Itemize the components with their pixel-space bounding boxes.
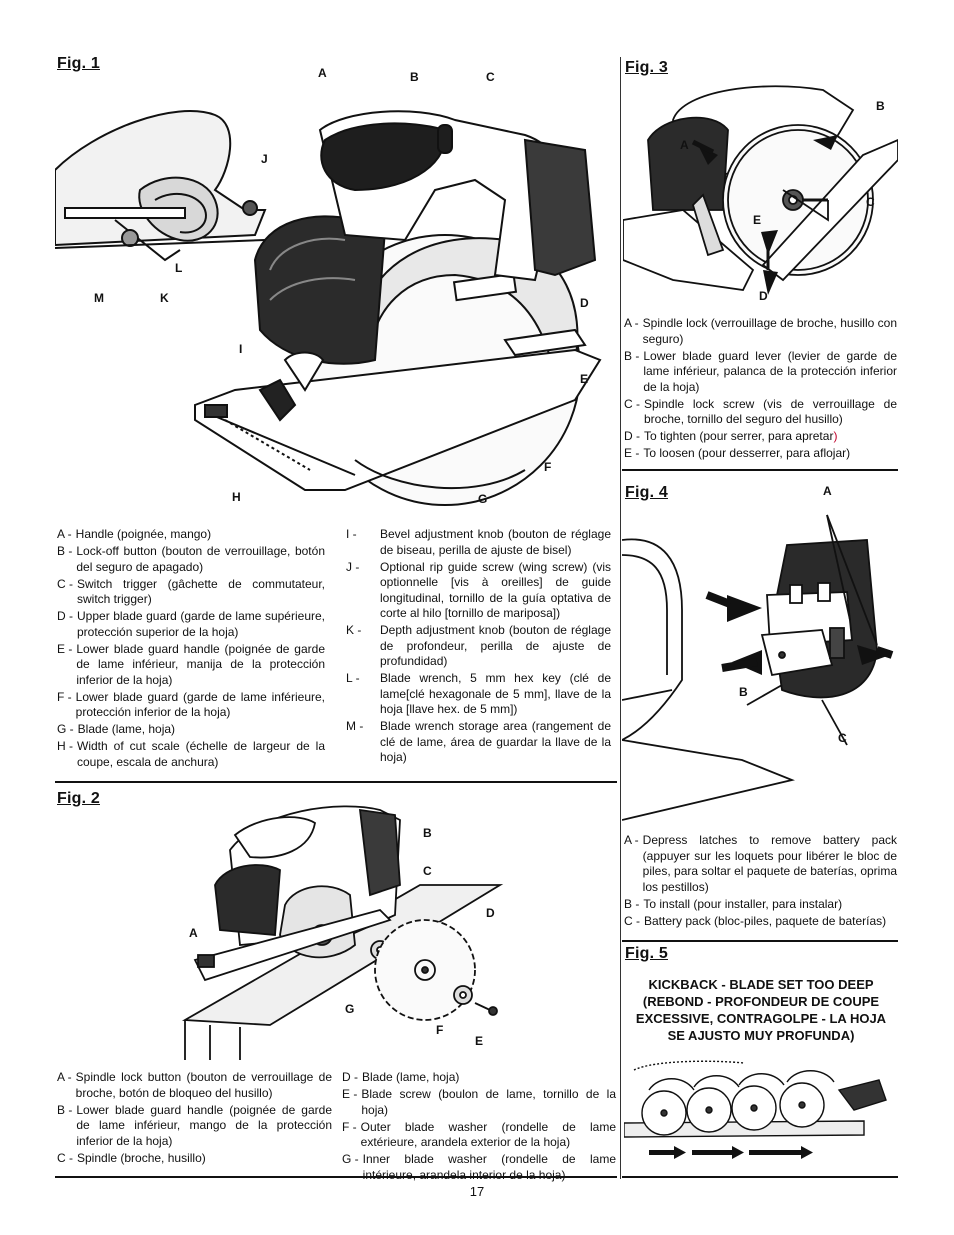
fig3-spindle-lock-illustration	[623, 85, 898, 295]
fig2-callout-d: D	[486, 906, 495, 920]
fig1-callout-h: H	[232, 490, 241, 504]
fig1-callout-d: D	[580, 296, 589, 310]
fig3-bottom-rule	[622, 469, 898, 471]
fig1-callout-k: K	[160, 291, 169, 305]
legend-item: K -Depth adjustment knob (bouton de régl…	[346, 623, 611, 668]
legend-item: H -Width of cut scale (échelle de largeu…	[57, 739, 325, 769]
fig1-title: Fig. 1	[57, 55, 100, 72]
fig3-callout-c: C	[866, 195, 875, 209]
fig2-legend-left: A -Spindle lock button (bouton de verrou…	[57, 1070, 332, 1168]
legend-item: E -Blade screw (boulon de lame, tornillo…	[342, 1087, 616, 1117]
fig1-callout-b: B	[410, 70, 419, 84]
fig2-callout-a: A	[189, 926, 198, 940]
legend-item: B -To install (pour installer, para inst…	[624, 896, 843, 911]
fig3-callout-b: B	[876, 99, 885, 113]
fig1-circular-saw-illustration	[55, 110, 602, 506]
fig3-title: Fig. 3	[625, 59, 668, 76]
fig2-callout-e: E	[475, 1034, 484, 1048]
fig2-title: Fig. 2	[57, 790, 100, 807]
legend-item: E -Lower blade guard handle (poignée de …	[57, 641, 325, 687]
legend-item: A -Depress latches to remove battery pac…	[624, 833, 897, 894]
fig1-legend-right: I -Bevel adjustment knob (bouton de régl…	[346, 527, 611, 767]
legend-item: J -Optional rip guide screw (wing screw)…	[346, 559, 611, 621]
fig5-kickback-heading: KICKBACK - BLADE SET TOO DEEP (REBOND - …	[624, 976, 898, 1044]
legend-item: A -Spindle lock button (bouton de verrou…	[57, 1070, 332, 1100]
fig4-battery-pack-illustration	[622, 514, 894, 821]
fig1-legend-left: A -Handle (poignée, mango) B -Lock-off b…	[57, 527, 325, 772]
fig2-legend-right: D -Blade (lame, hoja) E -Blade screw (bo…	[342, 1070, 616, 1185]
legend-item: L -Blade wrench, 5 mm hex key (clé de la…	[346, 671, 611, 716]
legend-item: M -Blade wrench storage area (rangement …	[346, 719, 611, 764]
fig2-callout-b: B	[423, 826, 432, 840]
kickback-line-2: (REBOND - PROFONDEUR DE COUPE	[642, 994, 880, 1009]
kickback-line-1: KICKBACK - BLADE SET TOO DEEP	[648, 977, 874, 992]
kickback-line-4: SE AJUSTO MUY PROFUNDA)	[667, 1028, 855, 1043]
legend-item: C -Spindle (broche, husillo)	[57, 1150, 206, 1165]
fig3-callout-e: E	[753, 213, 762, 227]
fig1-bottom-rule	[55, 781, 617, 783]
legend-item: F -Outer blade washer (rondelle de lame …	[342, 1119, 616, 1150]
legend-item: B -Lock-off button (bouton de verrouilla…	[57, 544, 325, 574]
red-closing-paren: )	[833, 429, 838, 443]
fig2-callout-g: G	[345, 1002, 355, 1016]
fig3-legend: A -Spindle lock (verrouillage de broche,…	[624, 316, 897, 463]
legend-item: G -Blade (lame, hoja)	[57, 722, 176, 736]
fig4-callout-a: A	[823, 484, 832, 498]
fig1-callout-g: G	[478, 492, 488, 506]
fig1-callout-l: L	[175, 261, 183, 275]
fig4-title: Fig. 4	[625, 484, 668, 501]
legend-item: D -To tighten (pour serrer, para apretar…	[624, 429, 838, 443]
fig3-callout-a: A	[680, 138, 689, 152]
fig4-legend: A -Depress latches to remove battery pac…	[624, 833, 897, 931]
legend-item: G -Inner blade washer (rondelle de lame …	[342, 1152, 616, 1182]
legend-item: C -Switch trigger (gâchette de commutate…	[57, 576, 325, 607]
fig1-callout-j: J	[261, 152, 268, 166]
legend-item: A -Handle (poignée, mango)	[57, 527, 212, 541]
fig2-callout-f: F	[436, 1023, 444, 1037]
page-number: 17	[469, 1184, 485, 1199]
fig5-title: Fig. 5	[625, 945, 668, 962]
kickback-line-3: EXCESSIVE, CONTRAGOLPE - LA HOJA	[635, 1011, 887, 1026]
legend-item: D -Blade (lame, hoja)	[342, 1070, 460, 1084]
legend-item: I -Bevel adjustment knob (bouton de régl…	[346, 527, 611, 557]
legend-item: C -Battery pack (bloc-piles, paquete de …	[624, 913, 887, 928]
fig1-callout-a: A	[318, 66, 327, 80]
legend-item: A -Spindle lock (verrouillage de broche,…	[624, 316, 897, 346]
legend-item: B -Lower blade guard handle (poignée de …	[57, 1102, 332, 1148]
legend-item: F -Lower blade guard (garde de lame infé…	[57, 689, 325, 720]
column-divider	[620, 57, 621, 1179]
fig5-kickback-sequence-illustration	[624, 1060, 887, 1159]
fig2-bottom-rule	[55, 1176, 617, 1178]
fig4-bottom-rule	[622, 940, 898, 942]
fig1-callout-m: M	[94, 291, 104, 305]
fig4-callout-c: C	[838, 731, 847, 745]
fig1-callout-c: C	[486, 70, 495, 84]
fig4-callout-b: B	[739, 685, 748, 699]
fig2-blade-assembly-illustration	[181, 805, 504, 1060]
legend-item: C -Spindle lock screw (vis de verrouilla…	[624, 396, 897, 427]
fig1-callout-f: F	[544, 460, 552, 474]
legend-item: B -Lower blade guard lever (levier de ga…	[624, 348, 897, 394]
fig1-callout-i: I	[239, 342, 243, 356]
legend-item: D -Upper blade guard (garde de lame supé…	[57, 609, 325, 639]
fig5-bottom-rule	[622, 1176, 898, 1178]
fig3-callout-d: D	[759, 289, 768, 303]
fig2-callout-c: C	[423, 864, 432, 878]
legend-item: E -To loosen (pour desserrer, para afloj…	[624, 446, 851, 460]
fig1-callout-e: E	[580, 372, 589, 386]
